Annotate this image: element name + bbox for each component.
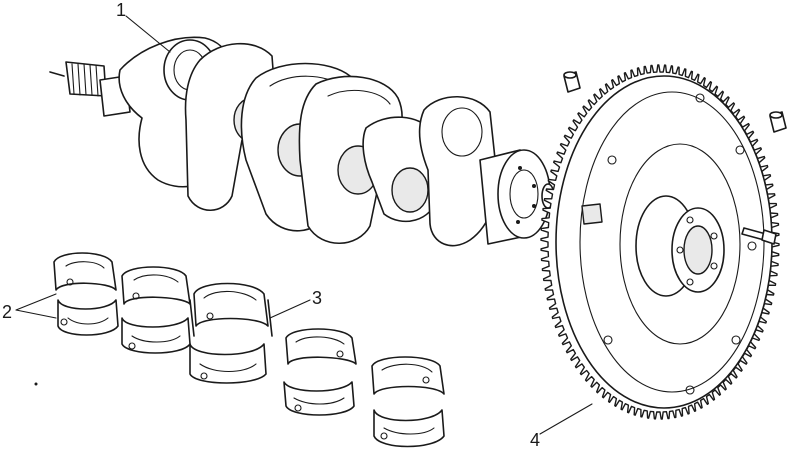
crankshaft-rear-flange xyxy=(479,149,555,245)
crankshaft-rear-web xyxy=(418,95,498,247)
print-speck xyxy=(34,382,38,386)
bearing-shell-pair-2 xyxy=(121,266,191,354)
flywheel-clutch-face xyxy=(619,143,741,345)
dowel-pins xyxy=(563,71,787,133)
dowel-pin-2 xyxy=(769,111,787,133)
flywheel xyxy=(540,64,780,420)
callout-4-label: 4 xyxy=(530,430,540,450)
bearing-shells xyxy=(53,252,445,448)
callout-1: 1 xyxy=(116,0,171,53)
bearing-shell-pair-3 xyxy=(189,282,273,384)
flywheel-bolt xyxy=(741,227,777,245)
dowel-pin-1 xyxy=(563,71,581,93)
flywheel-hub xyxy=(635,195,725,297)
crankshaft-nose xyxy=(49,61,131,117)
callout-1-label: 1 xyxy=(116,0,126,20)
bearing-shell-pair-1 xyxy=(53,252,119,336)
crankshaft xyxy=(49,36,567,247)
callout-2-label: 2 xyxy=(2,302,12,322)
bearing-shell-pair-4 xyxy=(283,328,357,416)
callout-3-label: 3 xyxy=(312,288,322,308)
bearing-shell-pair-5 xyxy=(371,356,445,448)
callout-3: 3 xyxy=(269,288,322,319)
callout-4: 4 xyxy=(530,403,593,450)
callout-2: 2 xyxy=(2,293,57,322)
